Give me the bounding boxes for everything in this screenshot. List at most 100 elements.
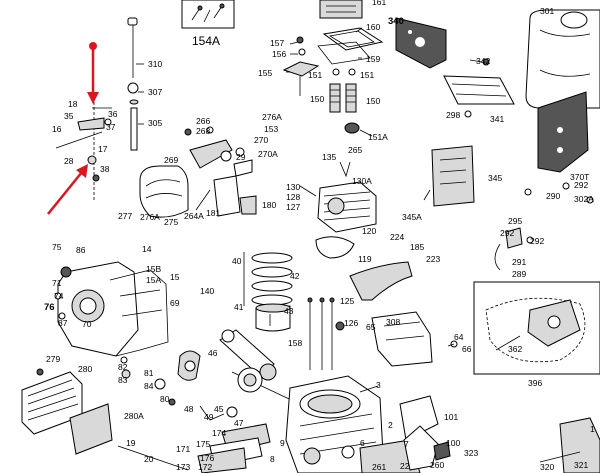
callout-290: 290 (546, 191, 560, 201)
callout-158: 158 (288, 338, 302, 348)
callout-86: 86 (76, 245, 86, 255)
engine-block (285, 375, 385, 473)
callout-223: 223 (426, 254, 440, 264)
callout-310: 310 (148, 59, 162, 69)
callout-276a-top: 276A (262, 112, 282, 122)
callout-268: 268 (196, 126, 210, 136)
callout-19: 19 (126, 438, 136, 448)
callout-171: 171 (176, 444, 190, 454)
callout-298: 298 (446, 110, 460, 120)
callout-270a: 270A (258, 149, 278, 159)
callout-289: 289 (512, 269, 526, 279)
callout-100: 100 (446, 438, 460, 448)
heat-shield-345 (431, 145, 475, 207)
callout-260: 260 (430, 460, 444, 470)
callout-181: 181 (206, 208, 220, 218)
callout-155: 155 (258, 68, 272, 78)
air-filter (21, 368, 113, 455)
callout-43: 43 (284, 306, 294, 316)
callout-9: 9 (280, 438, 285, 448)
callout-292-top: 292 (574, 180, 588, 190)
callout-8: 8 (270, 454, 275, 464)
callout-302a: 302A (574, 194, 594, 204)
callout-81: 81 (144, 368, 154, 378)
callout-128: 128 (286, 192, 300, 202)
callout-135: 135 (322, 152, 336, 162)
callout-127: 127 (286, 202, 300, 212)
callout-130: 130 (286, 182, 300, 192)
callout-320: 320 (540, 462, 554, 472)
callout-291: 291 (512, 257, 526, 267)
inset-154a (181, 0, 235, 29)
callout-labels: 154A 161 340 301 157 156 160 159 310 342… (44, 0, 595, 472)
lower-small-parts (117, 356, 600, 473)
callout-1: 1 (590, 424, 595, 434)
callout-265: 265 (348, 145, 362, 155)
callout-84: 84 (144, 381, 154, 391)
callout-150-right: 150 (366, 96, 380, 106)
callout-159: 159 (366, 54, 380, 64)
callout-174: 174 (212, 428, 226, 438)
callout-49: 49 (204, 412, 214, 422)
bracket-341 (443, 58, 515, 118)
valve-train (282, 36, 360, 134)
callout-41: 41 (234, 302, 244, 312)
callout-75: 75 (52, 242, 62, 252)
callout-292-mid: 292 (500, 228, 514, 238)
callout-160: 160 (366, 22, 380, 32)
dipstick-assembly (127, 17, 139, 151)
callout-172: 172 (198, 462, 212, 472)
callout-292-right: 292 (530, 236, 544, 246)
callout-185: 185 (410, 242, 424, 252)
callout-224: 224 (390, 232, 404, 242)
callout-173: 173 (176, 462, 190, 472)
callout-20: 20 (144, 454, 154, 464)
callout-341: 341 (490, 114, 504, 124)
callout-130a: 130A (352, 176, 372, 186)
callout-370t: 370T (570, 172, 589, 182)
callout-125: 125 (340, 296, 354, 306)
callout-150-left: 150 (310, 94, 324, 104)
callout-151a: 151A (368, 132, 388, 142)
callout-46: 46 (208, 348, 218, 358)
callout-340: 340 (388, 16, 404, 27)
callout-153: 153 (264, 124, 278, 134)
callout-80: 80 (160, 394, 170, 404)
piston-assembly (243, 252, 293, 332)
callout-342: 342 (476, 56, 490, 66)
push-rods (307, 297, 335, 370)
callout-76: 76 (44, 302, 55, 313)
callout-47: 47 (234, 418, 244, 428)
callout-69: 69 (170, 298, 180, 308)
callout-3: 3 (376, 380, 381, 390)
callout-161: 161 (372, 0, 386, 7)
callout-362: 362 (508, 344, 522, 354)
callout-40: 40 (232, 256, 242, 266)
callout-45: 45 (214, 404, 224, 414)
callout-276a-mid: 276A (140, 212, 160, 222)
callout-269: 269 (164, 155, 178, 165)
callout-87: 87 (58, 318, 68, 328)
callout-17: 17 (98, 144, 108, 154)
callout-48: 48 (184, 404, 194, 414)
callout-16: 16 (52, 124, 62, 134)
callout-345: 345 (488, 173, 502, 183)
inset-396 (473, 281, 600, 375)
callout-280: 280 (78, 364, 92, 374)
callout-15b: 15B (146, 264, 161, 274)
callout-38: 38 (100, 164, 110, 174)
fuel-line-parts (494, 91, 594, 271)
callout-176: 176 (200, 453, 214, 463)
callout-15a: 15A (146, 275, 161, 285)
callout-29: 29 (236, 152, 246, 162)
callout-28: 28 (64, 156, 74, 166)
callout-307: 307 (148, 87, 162, 97)
callout-295: 295 (508, 216, 522, 226)
callout-82: 82 (118, 362, 128, 372)
callout-151-left: 151 (308, 70, 322, 80)
crankcase (54, 261, 169, 357)
muffler-parts (335, 261, 458, 367)
flywheel-housing (139, 126, 257, 218)
callout-74: 74 (54, 291, 64, 301)
